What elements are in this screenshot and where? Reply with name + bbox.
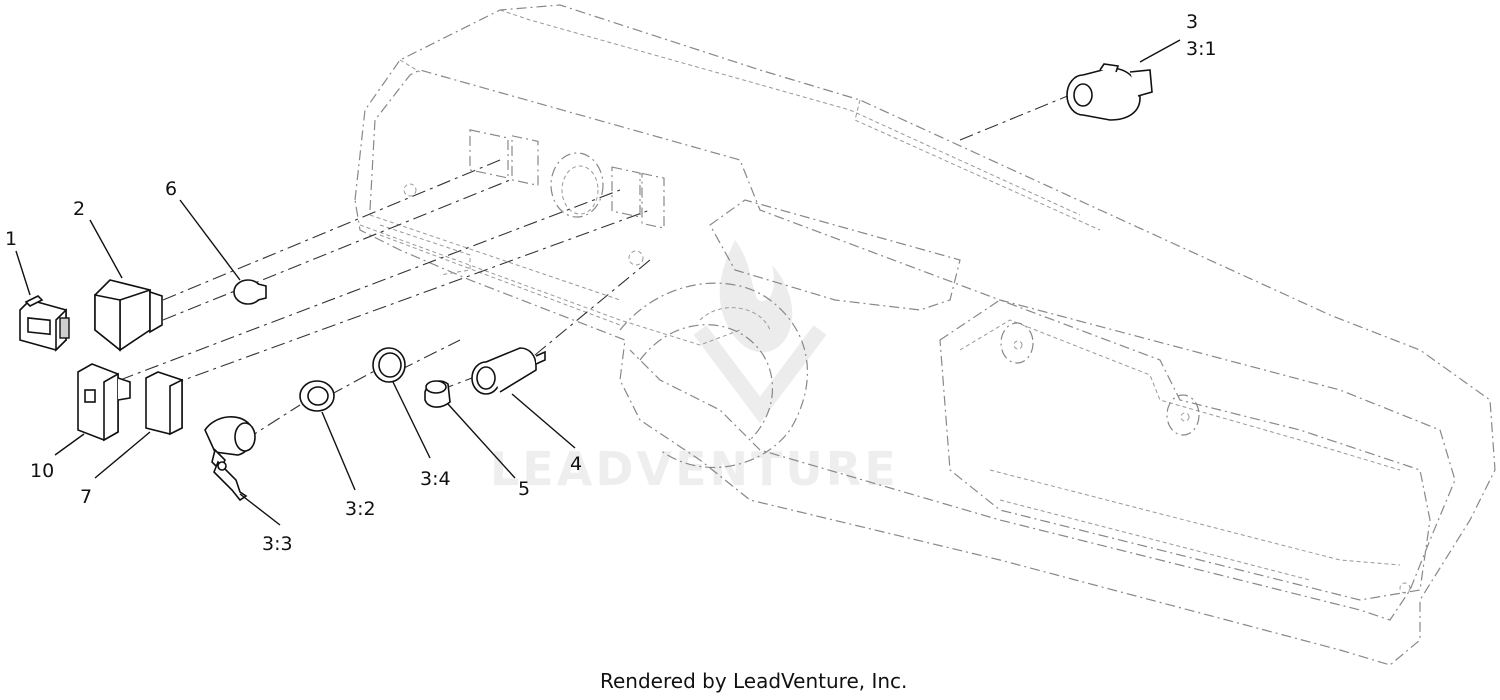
callout-1: 1 [5,228,17,250]
part-6-plug [233,279,267,305]
callout-3: 3 [1186,11,1198,33]
footer-credit: Rendered by LeadVenture, Inc. [600,669,907,693]
callout-5: 5 [518,478,530,500]
part-2-rocker-switch [94,279,163,352]
assembly-lines [119,94,1071,441]
part-1-indicator-switch [19,295,70,352]
dashboard-housing [354,4,1496,666]
part-7-cover [145,371,183,436]
callout-labels: 1 2 6 10 7 3:3 3:2 3:4 5 4 3 3:1 [5,11,1217,555]
callout-3-3: 3:3 [262,533,293,555]
callout-6: 6 [165,178,177,200]
part-3-2-nut [299,380,335,412]
part-3-ignition-switch [1066,63,1153,121]
callout-4: 4 [570,453,582,475]
watermark-text: LEADVENTURE [490,442,899,496]
callout-2: 2 [73,198,85,220]
part-3-3-key [204,416,256,502]
callout-10: 10 [30,460,54,482]
part-3-4-washer [372,347,406,383]
callout-3-2: 3:2 [345,498,376,520]
callout-7: 7 [80,486,92,508]
callout-3-1: 3:1 [1186,38,1217,60]
watermark-logo [693,240,827,424]
leader-lines [15,39,1181,526]
part-10-blank-switch [77,363,131,442]
part-4-power-outlet [471,347,546,395]
part-5-cap [424,380,451,408]
callout-3-4: 3:4 [420,468,451,490]
